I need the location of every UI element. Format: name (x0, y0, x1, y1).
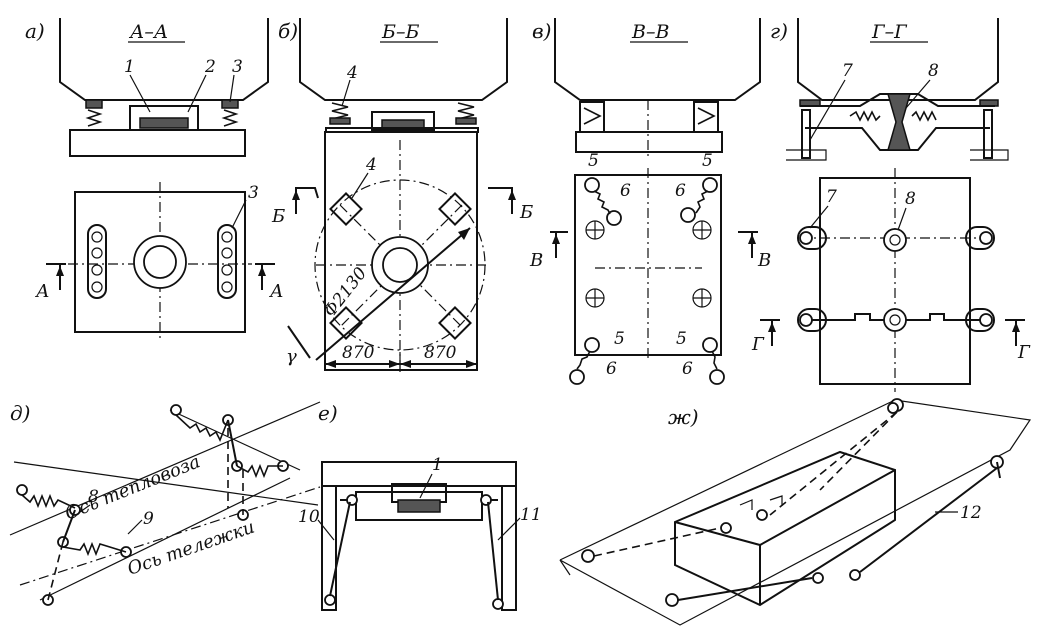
callout-1-a: 1 (124, 57, 135, 77)
view-a: а) А–А 1 2 3 3 (25, 18, 284, 340)
callout-5-v-bl: 5 (614, 329, 625, 349)
callout-2-a: 2 (204, 57, 216, 77)
cut-label-b-right: Б (519, 202, 533, 223)
view-zh-letter: ж) (668, 405, 699, 429)
callout-9-d: 9 (143, 509, 154, 529)
dim-right-870: 870 (424, 343, 457, 363)
callout-7-g-top: 7 (842, 61, 853, 81)
cut-label-g-left: Г (751, 334, 765, 355)
callout-5-v-br: 5 (676, 329, 687, 349)
cut-label-g-right: Г (1017, 342, 1031, 363)
callout-3-a-top: 3 (232, 57, 243, 77)
diameter-label: Φ2130 (320, 264, 371, 322)
gamma-label: γ (286, 346, 297, 367)
view-b-letter: б) (278, 19, 298, 43)
callout-8-g-top: 8 (928, 61, 939, 81)
callout-3-a-plan: 3 (248, 183, 259, 203)
callout-11-e: 11 (520, 505, 542, 525)
cut-label-a-left: А (34, 281, 50, 302)
view-g-section-title: Г–Г (871, 21, 908, 43)
callout-5-v-tl: 5 (588, 151, 599, 171)
callout-12-zh: 12 (960, 503, 982, 523)
callout-10-e: 10 (298, 507, 320, 527)
view-v: в) В–В 5 5 6 6 5 5 6 6 (529, 18, 771, 385)
view-g-letter: г) (770, 19, 788, 43)
cut-label-v-left: В (529, 250, 543, 271)
view-g: г) Г–Г 7 8 7 8 (751, 18, 1031, 392)
axis-locomotive-label: Ось тепловоза (62, 451, 203, 524)
callout-1-e: 1 (432, 455, 443, 475)
callout-6-v-br: 6 (682, 359, 693, 379)
view-e-letter: е) (318, 401, 338, 425)
cut-label-b-left: Б (271, 206, 285, 227)
view-zh: ж) 12 (559, 398, 1032, 626)
cut-label-a-right: А (268, 281, 284, 302)
callout-6-v-tr: 6 (675, 181, 686, 201)
callout-6-v-bl: 6 (606, 359, 617, 379)
cut-label-v-right: В (757, 250, 771, 271)
view-d-letter: д) (10, 401, 30, 425)
view-b: б) Б–Б 4 4 Φ2130 γ (271, 18, 533, 372)
view-b-section-title: Б–Б (381, 21, 419, 43)
callout-8-d: 8 (88, 487, 99, 507)
callout-4-b-plan: 4 (365, 155, 377, 175)
callout-4-b-top: 4 (346, 63, 358, 83)
view-e: е) 1 10 11 (298, 401, 542, 611)
view-a-section-title: А–А (128, 21, 168, 43)
callout-5-v-tr: 5 (702, 151, 713, 171)
callout-8-g-plan: 8 (905, 189, 916, 209)
view-v-section-title: В–В (631, 21, 669, 43)
dim-left-870: 870 (342, 343, 375, 363)
view-d: д) Ось тепловоза Ось тележки 8 9 (9, 401, 321, 606)
view-a-letter: а) (25, 19, 45, 43)
view-v-letter: в) (532, 19, 551, 43)
callout-7-g-plan: 7 (826, 187, 837, 207)
callout-6-v-tl: 6 (620, 181, 631, 201)
